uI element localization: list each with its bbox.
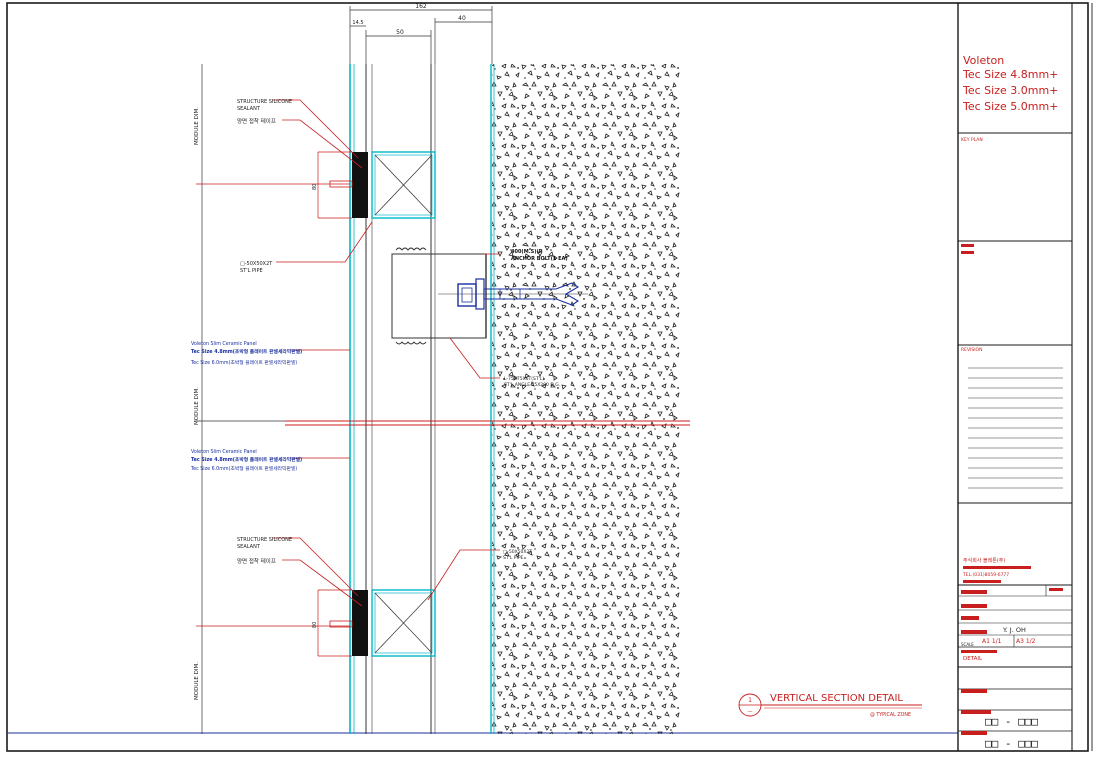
callout-angle-2: ST'L ANGLE 75X200 D.G. [504, 382, 560, 388]
dim-bracket-lower: 80 [312, 622, 318, 628]
panel-note-upper-2: Tec Size 4.8mm(초박형 플레이트 판넬세라믹판넬) [191, 348, 302, 355]
upper-bracket [317, 151, 436, 219]
module-dim-label-top: MODULE DIM. [194, 107, 200, 145]
callout-tape-bot: 양면 접착 테이프 [237, 557, 276, 565]
panel-note-lower-2: Tec Size 4.8mm(초박형 플레이트 판넬세라믹판넬) [191, 456, 302, 463]
scale-a1: A1 1/1 [982, 638, 1002, 645]
revision-label: REVISION [961, 347, 982, 353]
scale-label: SCALE [961, 642, 974, 647]
company-name: 주식회사 볼레톤(주) [963, 557, 1005, 564]
project-line-3: Tec Size 3.0mm+ [962, 84, 1058, 97]
project-line-1: Voleton [963, 54, 1004, 67]
section-drawing: 162 40 50 14.5 MODULE DIM. MODULE DIM. M… [190, 3, 922, 734]
concrete-wall [492, 64, 680, 734]
sheet-border [6, 2, 1089, 752]
callout-sealant-bot-1: STRUCTURE SILICONE [237, 537, 292, 543]
panel-note-upper-3: Tec Size 6.0mm(초박형 플레이트 판넬세라믹판넬) [190, 359, 297, 366]
callout-pipe-b-2: ST'L PIPE [503, 555, 524, 561]
dim-top-inner: 50 [396, 29, 404, 36]
callout-sealant-top-1: STRUCTURE SILICONE [237, 99, 292, 105]
title-block [957, 3, 1073, 751]
sheet-number-1: □□ - □□□ [985, 715, 1038, 728]
top-dimensions [349, 6, 493, 64]
title-block-marks [961, 244, 1063, 735]
detail-number-top: 1 [748, 697, 752, 704]
detail-title-sub: @ TYPICAL ZONE [870, 712, 911, 718]
callout-pipe-b-1: □-50X50X2T [503, 549, 532, 555]
callout-sealant-bot-2: SEALANT [237, 544, 261, 550]
dim-top-small: 14.5 [352, 20, 363, 26]
company-tel: TEL.(031)8059-6777 [962, 572, 1009, 578]
key-plan-label: KEY PLAN [961, 137, 983, 143]
detail-title [738, 693, 922, 717]
title-label: DETAIL [963, 656, 983, 662]
scale-a3: A3 1/2 [1016, 638, 1036, 645]
callout-pipe-1: □-50X50X2T [240, 261, 273, 267]
callout-tape-top: 양면 접착 테이프 [237, 117, 276, 125]
drawn-by: Y. J. OH [1002, 626, 1026, 634]
panel-note-lower-3: Tec Size 6.0mm(초박형 플레이트 판넬세라믹판넬) [190, 465, 297, 472]
detail-number-bottom: — [748, 709, 753, 715]
callout-anchor-1: 400(M.S)(P [511, 249, 543, 255]
callout-anchor-2: ANCHOR BOLT(1 EA) [511, 256, 568, 262]
project-line-4: Tec Size 5.0mm+ [962, 100, 1058, 113]
module-dim-label-bottom: MODULE DIM. [194, 662, 200, 700]
callout-pipe-2: ST'L PIPE [240, 268, 263, 274]
lower-bracket [317, 589, 436, 657]
leader-lines [272, 99, 500, 607]
angle-anchor-assembly [391, 247, 588, 345]
dim-bracket-upper: 80 [312, 184, 318, 190]
sheet-number-2: □□ - □□□ [985, 737, 1038, 750]
callout-sealant-top-2: SEALANT [237, 106, 261, 112]
revision-lines [968, 367, 1063, 489]
module-dim-label-mid: MODULE DIM. [194, 387, 200, 425]
callout-angle-1: L-75X75X6T(ST'L) [504, 376, 544, 382]
dim-top-total: 162 [415, 3, 427, 10]
project-line-2: Tec Size 4.8mm+ [962, 68, 1058, 81]
panel-note-upper-1: Voleton Slim Ceramic Panel [191, 341, 257, 347]
dim-top-gap: 40 [458, 15, 466, 22]
panel-note-lower-1: Voleton Slim Ceramic Panel [191, 449, 257, 455]
detail-title-text: VERTICAL SECTION DETAIL [770, 693, 903, 704]
